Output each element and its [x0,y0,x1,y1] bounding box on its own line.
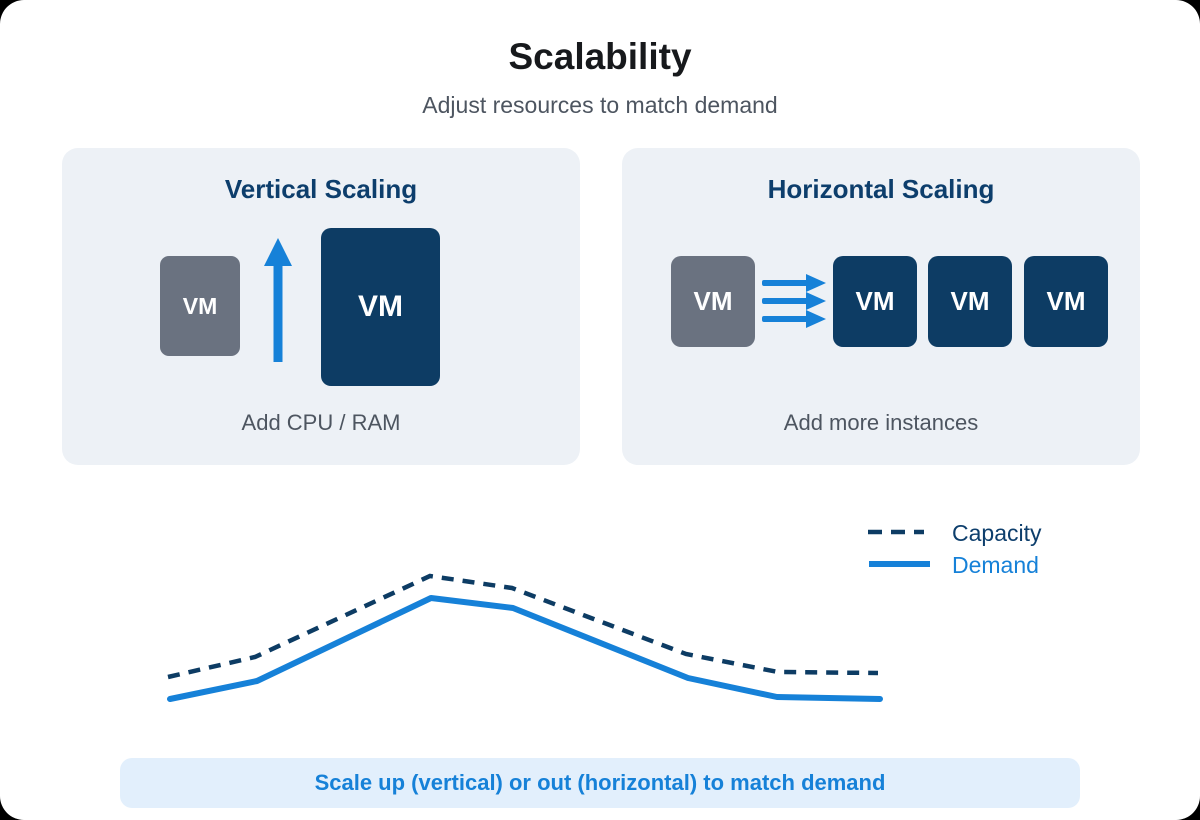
vm-label: VM [855,286,895,316]
demand-line [167,595,883,702]
arrow-up-shaft [273,262,283,362]
vertical-scaling-caption: Add CPU / RAM [241,410,401,435]
vm-label: VM [358,290,403,323]
arrow-right-icon [762,292,826,310]
capacity-legend-label: Capacity [952,520,1042,546]
arrow-up-icon [264,238,292,362]
page-subtitle: Adjust resources to match demand [422,92,778,118]
vm-label: VM [950,286,990,316]
arrow-right-icon [762,274,826,292]
vertical-scaling-title: Vertical Scaling [224,174,418,204]
capacity-demand-chart: Capacity Demand [167,520,1042,702]
horizontal-scaling-title: Horizontal Scaling [767,174,995,204]
instance-vm-box-2: VM [928,256,1012,347]
vm-label: VM [1046,286,1086,316]
summary-banner: Scale up (vertical) or out (horizontal) … [120,758,1080,808]
large-vm-box: VM [321,228,440,386]
demand-legend-label: Demand [952,552,1039,578]
vm-label: VM [693,286,733,316]
horizontal-scaling-caption: Add more instances [783,410,979,435]
instance-vm-box-3: VM [1024,256,1108,347]
capacity-line [167,573,879,680]
instance-vm-box-1: VM [833,256,917,347]
page-title: Scalability [508,36,692,77]
triple-arrow-right-icon [762,274,826,328]
source-vm-box: VM [671,256,755,347]
arrow-up-head [264,238,292,266]
horizontal-scaling-panel: Horizontal Scaling VM VM VM VM [622,148,1140,465]
summary-banner-text: Scale up (vertical) or out (horizontal) … [314,770,886,795]
small-vm-box: VM [160,256,240,356]
vm-label: VM [182,292,218,319]
vertical-scaling-panel: Vertical Scaling VM VM Add CPU / RAM [62,148,580,465]
chart-legend: Capacity Demand [868,520,1042,578]
arrow-right-icon [762,310,826,328]
